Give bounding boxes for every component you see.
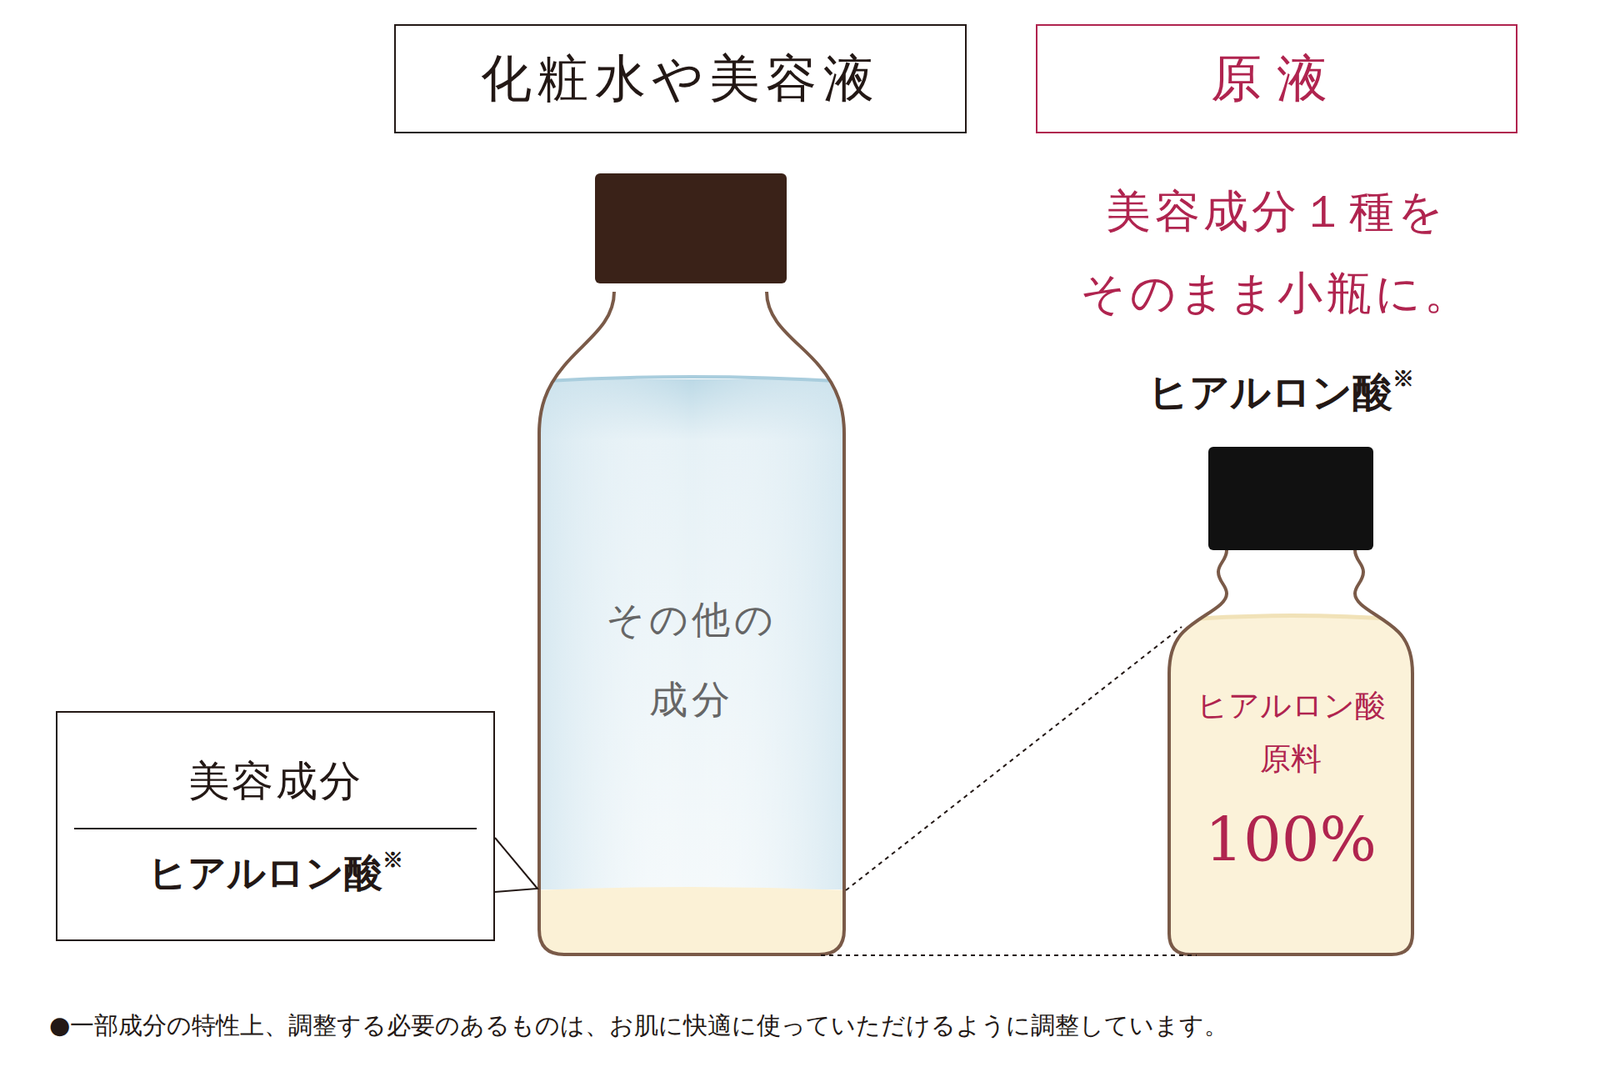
tagline: 美容成分１種を そのまま小瓶に。 bbox=[1080, 170, 1474, 335]
footnote: ●一部成分の特性上、調整する必要のあるものは、お肌に快適に使っていただけるように… bbox=[49, 1008, 1229, 1042]
box-body: ヒアルロン酸※ bbox=[74, 829, 477, 905]
bottle-text: その他の 成分 bbox=[605, 579, 777, 740]
percentage: 100% bbox=[1205, 798, 1377, 882]
bottle-text: ヒアルロン酸 原料 bbox=[1196, 679, 1386, 786]
box-heading: 原液 bbox=[1210, 45, 1344, 114]
header-box: 原液 bbox=[1035, 24, 1518, 134]
box-heading: 化粧水や美容液 bbox=[480, 45, 880, 114]
callout-box: 美容成分ヒアルロン酸※ bbox=[55, 710, 495, 941]
ingredient-label: ヒアルロン酸※ bbox=[1148, 362, 1415, 421]
header-box: 化粧水や美容液 bbox=[394, 24, 967, 134]
box-heading: 美容成分 bbox=[74, 748, 477, 830]
